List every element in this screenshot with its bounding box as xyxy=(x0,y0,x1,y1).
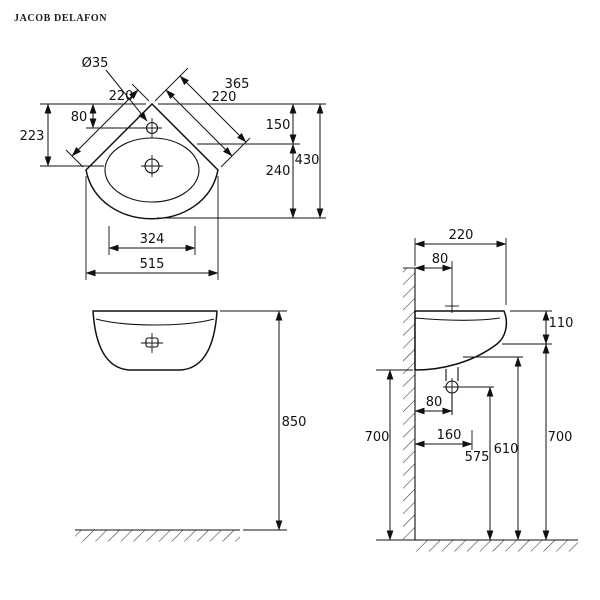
side-extension-lines xyxy=(376,238,552,541)
side-basin-outline xyxy=(414,310,508,371)
dim-label-fixing-height: 610 xyxy=(494,442,519,457)
dim-line-edge-left xyxy=(71,89,139,157)
dim-label-depth-lower: 240 xyxy=(266,164,291,179)
side-drain-mark-icon xyxy=(443,367,461,415)
dim-label-depth-total: 430 xyxy=(295,153,320,168)
dim-label-bowl-center: 223 xyxy=(20,129,45,144)
hole-diameter-leader xyxy=(105,69,148,122)
side-floor-hatch xyxy=(415,540,578,552)
side-rim-inner-line xyxy=(414,317,501,321)
dim-label-edge-right: 220 xyxy=(212,90,237,105)
brand-logo: JACOB DELAFON xyxy=(14,13,107,24)
side-tap-mark-icon xyxy=(445,299,459,313)
dim-label-mounting-height: 850 xyxy=(282,415,307,430)
dim-label-drain-to-wall: 80 xyxy=(426,395,443,410)
wall-hatch xyxy=(403,268,415,540)
dim-label-bowl-width: 324 xyxy=(140,232,165,247)
dim-label-depth-upper: 150 xyxy=(266,118,291,133)
front-view: 850 xyxy=(75,310,307,542)
drain-mark-icon xyxy=(141,155,163,177)
front-rim-inner-line xyxy=(95,318,215,326)
front-extension-lines xyxy=(220,310,287,531)
dim-label-tap-to-wall: 80 xyxy=(432,252,449,267)
side-view: 220 80 110 700 80 160 575 610 700 xyxy=(365,228,578,552)
dim-label-underside-height: 700 xyxy=(365,430,390,445)
dim-label-overall-width: 515 xyxy=(140,257,165,272)
dim-label-tap-offset: 80 xyxy=(71,110,88,125)
dim-label-hole-diameter: Ø35 xyxy=(82,56,109,71)
dim-label-fixing-to-wall: 160 xyxy=(437,428,462,443)
tap-hole-mark-icon xyxy=(142,118,162,138)
dim-label-rim-underside-height: 700 xyxy=(548,430,573,445)
dim-label-overall-depth: 220 xyxy=(449,228,474,243)
front-tap-mark-icon xyxy=(141,333,163,353)
dim-label-rim-height: 110 xyxy=(549,316,574,331)
dim-label-edge-left: 220 xyxy=(109,89,134,104)
front-floor-hatch xyxy=(75,530,240,542)
front-basin-outline xyxy=(92,310,218,371)
plan-view: Ø35 220 220 365 80 223 150 240 430 324 5… xyxy=(20,56,326,280)
dim-label-drain-height: 575 xyxy=(465,450,490,465)
dim-line-edge-total xyxy=(179,75,247,143)
dim-label-edge-total: 365 xyxy=(225,77,250,92)
